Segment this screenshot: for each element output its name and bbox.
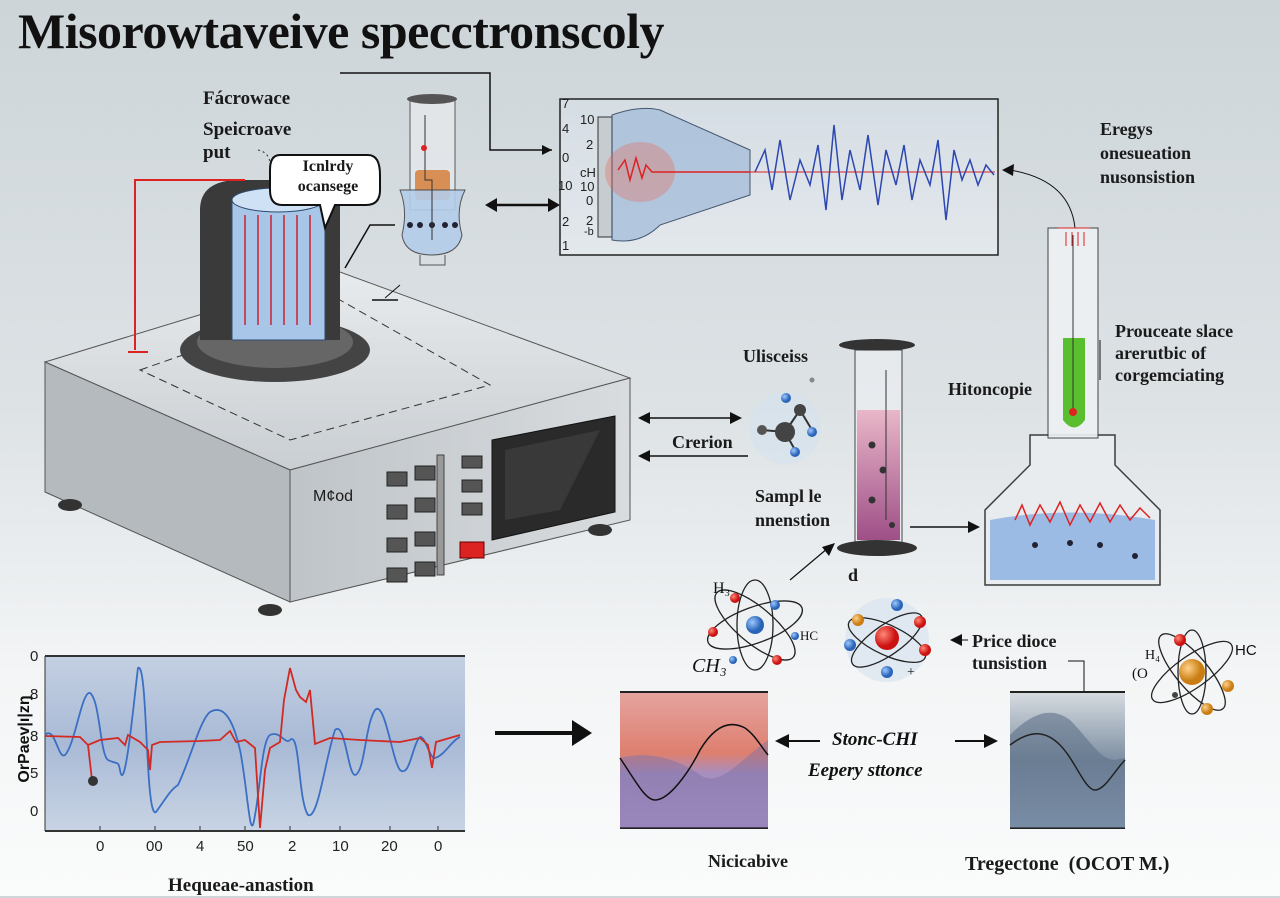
x-tick: 20 xyxy=(381,838,398,855)
outer-tick: 4 xyxy=(562,121,570,136)
sample-line-1: Sampl le xyxy=(755,486,822,506)
molecule-label-plus: + xyxy=(907,665,915,680)
outer-tick: 0 xyxy=(562,150,570,165)
label-crerion: Crerion xyxy=(672,432,733,452)
sample-line-2: nnenstion xyxy=(755,510,831,530)
molecule-label-h4: H₄ xyxy=(1145,648,1160,663)
y-tick: 5 xyxy=(30,765,39,782)
outer-tick: 2 xyxy=(562,214,570,229)
x-tick: 2 xyxy=(288,838,297,855)
inner-tick: 0 xyxy=(586,193,594,208)
energy-line-3: nusonsistion xyxy=(1100,167,1196,187)
molecule-label-o: (O xyxy=(1132,666,1148,682)
price-label: Price dioce tunsistion xyxy=(972,630,1056,674)
molecule-label-ch3: CH₃ xyxy=(692,655,727,677)
x-tick: 4 xyxy=(196,838,205,855)
x-tick: 0 xyxy=(96,838,105,855)
label-stonc: Stonc-CHI xyxy=(832,729,918,750)
inner-tick: 10 xyxy=(580,179,595,194)
molecule-label-hc-right: HC xyxy=(1235,642,1257,659)
instrument-label: M¢od xyxy=(313,488,354,505)
bubble-line-1: Icnlrdy xyxy=(302,158,354,175)
x-tick: 50 xyxy=(237,838,254,855)
page-title: Misorowtaveive specctronscoly xyxy=(18,3,665,59)
energy-label: Eregys onesueation nusonsistion xyxy=(1100,117,1195,189)
outer-tick: 7 xyxy=(562,96,570,111)
sample-label: Sampl le nnenstion xyxy=(755,484,830,532)
energy-line-2: onesueation xyxy=(1100,143,1192,163)
outer-tick: 1 xyxy=(562,238,570,253)
price-line-2: tunsistion xyxy=(972,653,1048,673)
label-d: d xyxy=(848,565,859,585)
inner-tick: 2 xyxy=(586,213,594,228)
x-tick: 0 xyxy=(434,838,443,855)
inner-tick: 2 xyxy=(586,137,594,152)
molecule-label-h3: H₃ xyxy=(713,580,731,597)
label-tregectone: Tregectone (OCOT M.) xyxy=(965,853,1170,875)
label-put: put xyxy=(203,142,231,163)
prouceate-line-3: corgemciating xyxy=(1115,365,1224,385)
speech-bubble: Icnlrdy ocansege xyxy=(280,157,376,197)
prouceate-line-1: Prouceate slace xyxy=(1115,321,1234,341)
y-tick: 8 xyxy=(30,728,39,745)
x-tick: 10 xyxy=(332,838,349,855)
bottom-chart-xlabel: Hequeae-anastion xyxy=(168,875,314,896)
label-eepery: Eepery sttonce xyxy=(808,760,923,781)
bubble-line-2: ocansege xyxy=(297,178,359,195)
prouceate-line-2: arerutbic of xyxy=(1115,343,1207,363)
inner-tick: 10 xyxy=(580,112,595,127)
label-nicicabive: Nicicabive xyxy=(708,851,788,871)
label-speicroave: Speicroave xyxy=(203,119,292,140)
label-hitoncopie: Hitoncopie xyxy=(948,379,1032,399)
inner-tick: cH xyxy=(580,165,596,180)
molecule-label-hc: HC xyxy=(800,628,819,643)
x-tick: 00 xyxy=(146,838,163,855)
label-facrowace: Fácrowace xyxy=(203,88,291,109)
prouceate-label: Prouceate slace arerutbic of corgemciati… xyxy=(1115,320,1233,386)
inner-tick: -b xyxy=(584,226,594,238)
price-line-1: Price dioce xyxy=(972,631,1057,651)
y-tick: 0 xyxy=(30,648,39,665)
energy-line-1: Eregys xyxy=(1100,119,1153,139)
y-tick: 8 xyxy=(30,686,39,703)
outer-tick: 10 xyxy=(558,178,573,193)
y-tick: 0 xyxy=(30,803,39,820)
label-ulisceiss: Ulisceiss xyxy=(743,346,808,366)
